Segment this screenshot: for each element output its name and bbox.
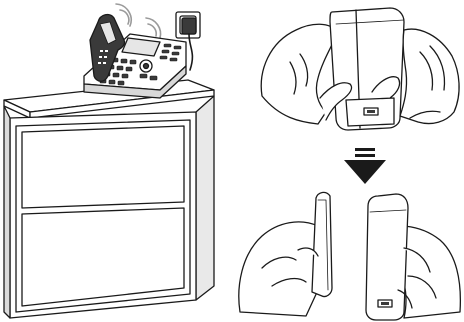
cabinet xyxy=(4,80,214,318)
drawer-bottom xyxy=(22,208,184,306)
hands-holding-joined-device xyxy=(261,8,459,130)
drawer-top xyxy=(22,126,184,208)
device-part-right xyxy=(366,194,408,320)
nav-button-icon xyxy=(140,60,152,72)
connector-slot xyxy=(364,108,378,115)
device-part-left xyxy=(312,192,332,296)
down-arrow-icon xyxy=(344,148,386,184)
connector-slot xyxy=(378,300,392,307)
hands-separating-device xyxy=(239,192,461,320)
phone-display xyxy=(122,38,160,56)
wireless-signal-icon xyxy=(116,4,161,38)
